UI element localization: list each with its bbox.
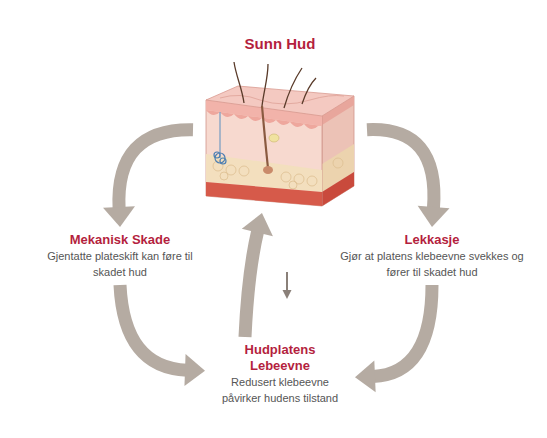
- node-description: Gjør at platens klebeevne svekkes og før…: [336, 248, 528, 280]
- arrow-shaft: [119, 130, 193, 209]
- curved-arrow: [367, 130, 450, 227]
- text-node: Mekanisk SkadeGjentatte plateskift kan f…: [40, 232, 200, 280]
- arrow-head: [103, 206, 135, 227]
- arrow-head: [418, 206, 450, 227]
- node-description: Gjentatte plateskift kan føre til skadet…: [40, 248, 200, 280]
- arrow-shaft: [367, 130, 434, 210]
- small-arrow-head: [283, 290, 292, 299]
- arrow-head: [242, 213, 273, 236]
- curved-arrow: [242, 213, 273, 337]
- arrow-shaft: [120, 285, 187, 370]
- curved-arrow: [355, 285, 432, 392]
- curved-arrow: [120, 285, 205, 386]
- arrow-shaft: [373, 285, 432, 376]
- small-arrow-shaft: [286, 272, 288, 291]
- node-heading: Mekanisk Skade: [40, 232, 200, 248]
- node-description: Redusert klebeevne påvirker hudens tilst…: [210, 374, 350, 406]
- text-node: LekkasjeGjør at platens klebeevne svekke…: [336, 232, 528, 280]
- curved-arrow: [103, 130, 193, 227]
- skin-illustration: [198, 58, 362, 208]
- title-heading: Sunn Hud: [198, 34, 362, 54]
- arrow-head: [355, 360, 376, 392]
- illustration-node: Sunn Hud: [198, 34, 362, 208]
- arrow-shaft: [245, 231, 258, 337]
- arrow-head: [184, 354, 205, 386]
- text-node: Hudplatens LebeevneRedusert klebeevne på…: [210, 342, 350, 406]
- node-heading: Lekkasje: [336, 232, 528, 248]
- node-heading: Hudplatens Lebeevne: [230, 342, 330, 374]
